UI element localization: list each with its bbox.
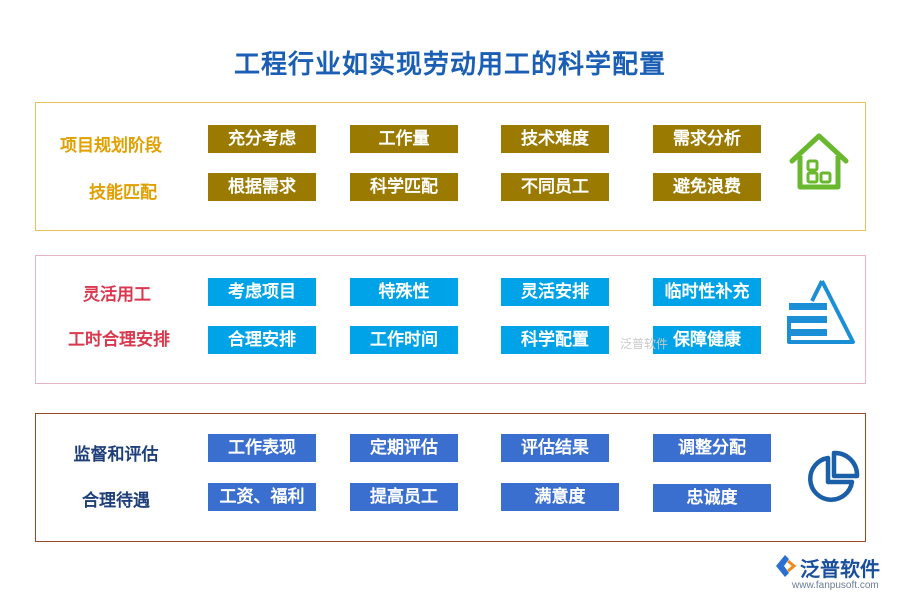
keyword-box: 临时性补充 [653, 278, 761, 306]
keyword-box: 特殊性 [350, 278, 458, 306]
pie-chart-icon [808, 450, 860, 502]
keyword-box: 不同员工 [501, 173, 609, 201]
keyword-box: 考虑项目 [208, 278, 316, 306]
section-project-planning: 项目规划阶段 技能匹配 充分考虑 工作量 技术难度 需求分析 根据需求 科学匹配… [35, 102, 866, 231]
section-label: 监督和评估 [73, 445, 159, 465]
keyword-box: 避免浪费 [653, 173, 761, 201]
keyword-box: 科学配置 [501, 326, 609, 354]
keyword-box: 定期评估 [350, 434, 458, 462]
section-label: 灵活用工 [83, 285, 151, 305]
keyword-box: 根据需求 [208, 173, 316, 201]
logo-icon [776, 555, 797, 577]
section-flexible-employment: 灵活用工 工时合理安排 考虑项目 特殊性 灵活安排 临时性补充 合理安排 工作时… [35, 255, 866, 384]
keyword-box: 保障健康 [653, 326, 761, 354]
keyword-box: 忠诚度 [653, 484, 771, 512]
house-icon [789, 133, 849, 190]
keyword-box: 科学匹配 [350, 173, 458, 201]
logo-url: www.fanpusoft.com [792, 580, 879, 591]
keyword-box: 工资、福利 [208, 483, 316, 511]
keyword-box: 工作表现 [208, 434, 316, 462]
keyword-box: 需求分析 [653, 125, 761, 153]
keyword-box: 提高员工 [350, 483, 458, 511]
page-title: 工程行业如实现劳动用工的科学配置 [233, 50, 666, 80]
section-label: 工时合理安排 [68, 330, 170, 350]
watermark: 泛普软件 [620, 337, 669, 351]
keyword-box: 充分考虑 [208, 125, 316, 153]
keyword-box: 合理安排 [208, 326, 316, 354]
keyword-box: 工作时间 [350, 326, 458, 354]
section-label: 合理待遇 [82, 491, 150, 511]
pyramid-chart-icon [787, 280, 855, 344]
keyword-box: 技术难度 [501, 125, 609, 153]
section-supervision-evaluation: 监督和评估 合理待遇 工作表现 定期评估 评估结果 调整分配 工资、福利 提高员… [35, 413, 866, 542]
keyword-box: 评估结果 [501, 434, 609, 462]
logo-name: 泛普软件 [800, 557, 880, 581]
keyword-box: 灵活安排 [501, 278, 609, 306]
section-label: 技能匹配 [89, 183, 157, 203]
keyword-box: 满意度 [501, 483, 619, 511]
keyword-box: 工作量 [350, 125, 458, 153]
section-label: 项目规划阶段 [60, 136, 162, 156]
keyword-box: 调整分配 [653, 434, 771, 462]
